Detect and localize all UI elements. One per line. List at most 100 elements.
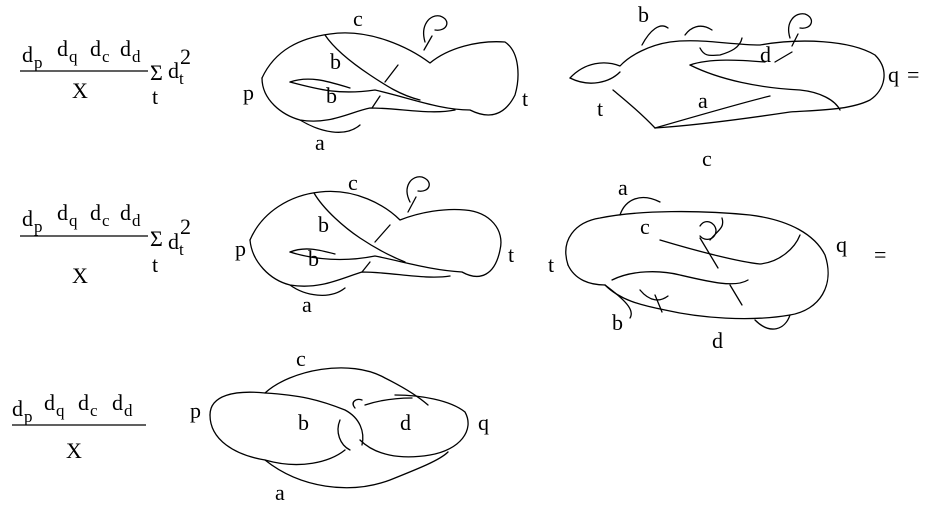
row-1-right-label-a: a (698, 88, 708, 113)
row-1-left-outline (261, 32, 519, 116)
row-2-right-strand-1 (567, 264, 606, 286)
row-1-right-diagram: b d q t a c (569, 2, 899, 171)
row-2-right-loop (699, 220, 717, 241)
row-2-left-strand-2 (289, 284, 346, 296)
row-2-right-strand-9 (729, 284, 743, 306)
row-2-left-label-a: a (302, 292, 312, 317)
row-2-right-strand-4 (619, 197, 661, 216)
row-1-left-strand-1 (261, 77, 456, 122)
row-1-right-strand-6 (699, 37, 743, 57)
row-3-d2: d (44, 390, 55, 415)
row-3-outer-top (209, 367, 429, 416)
row-2-sum-index: t (152, 252, 158, 277)
row-2-prefactor: d p d q d c d d X (20, 200, 148, 288)
row-2-d4: d (120, 200, 131, 225)
row-3-label-b: b (298, 410, 309, 435)
row-1-left-label-c: c (353, 6, 363, 31)
row-1-right-strand-8 (684, 25, 713, 36)
row-3-label-q: q (478, 410, 489, 435)
row-1-right-strand-9 (774, 51, 793, 63)
row-2-sum: Σ t d t 2 (150, 214, 191, 277)
row-3-outer-left-bottom (209, 414, 346, 466)
row-1-right-loop-tail (791, 33, 799, 47)
row-3-sub-q: q (56, 401, 65, 420)
row-1-right-label-t: t (597, 96, 603, 121)
row-2-right-strand-5 (659, 234, 801, 265)
row-1-right-label-q: q (888, 62, 899, 87)
row-1-left-label-a: a (315, 130, 325, 155)
row-2-right-label-t: t (548, 252, 554, 277)
row-1-right-label-c: c (702, 146, 712, 171)
row-2-relation: = (874, 242, 886, 267)
row-3-sub-c: c (90, 401, 98, 420)
row-2-left-loop (406, 176, 430, 203)
row-1-right-label-b: b (638, 2, 649, 27)
row-1-denominator: X (72, 78, 88, 103)
row-1-sub-c: c (102, 47, 110, 66)
row-1-left-label-b1: b (330, 49, 341, 74)
row-1-sub-q: q (69, 47, 78, 66)
row-2-right-outline (565, 210, 829, 320)
row-2-right-strand-7 (654, 294, 663, 313)
row-3-diagram: c p b d q a (190, 346, 489, 505)
row-1-sub-p: p (34, 53, 43, 72)
row-2-left-label-b2: b (308, 246, 319, 271)
row-1-right-label-d: d (760, 42, 771, 67)
row-1-d1: d (22, 42, 33, 67)
row-1-right-strand-2 (612, 89, 656, 129)
row-2-right-label-b: b (612, 310, 623, 335)
row-3-label-c: c (296, 346, 306, 371)
row-2-left-diagram: p c b b a t (235, 170, 514, 317)
row-2-right-strand-3 (611, 271, 749, 285)
row-3-d4: d (112, 390, 123, 415)
row-2-left-label-c: c (348, 170, 358, 195)
row-2-left-loop-tail (407, 196, 417, 213)
row-2-sub-p: p (34, 217, 43, 236)
row-1-left-diagram: p c b b a t (243, 6, 528, 155)
row-1-left-loop-tail (423, 35, 433, 51)
row-3-inner-right (364, 397, 413, 406)
row-3-sub-d: d (124, 401, 133, 420)
row-2-left-strand-4 (289, 248, 336, 255)
row-3-inner-center (337, 419, 351, 451)
row-1-left-label-t: t (522, 86, 528, 111)
row-2-d1: d (22, 206, 33, 231)
row-1-left-strand-2 (299, 119, 361, 133)
row-2-d2: d (57, 200, 68, 225)
row-1-left-strand-4 (289, 78, 351, 89)
row-2-sum-symbol: Σ (150, 226, 163, 251)
row-3-label-p: p (190, 398, 201, 423)
row-2-sum-term-sub: t (179, 240, 184, 259)
row-3-label-a: a (275, 480, 285, 505)
row-2-right-label-d: d (712, 328, 723, 353)
row-3-prefactor: d p d q d c d d X (12, 390, 146, 463)
row-1-d2: d (57, 36, 68, 61)
row-3-d1: d (12, 396, 23, 421)
row-2-sub-c: c (102, 211, 110, 230)
row-1-d3: d (90, 36, 101, 61)
row-2-right-diagram: a c q t b d (548, 175, 847, 353)
row-2-sum-exponent: 2 (180, 214, 191, 239)
row-2-left-label-t: t (508, 242, 514, 267)
row-2-left-label-p: p (235, 236, 246, 261)
row-3-inner-under (352, 398, 363, 409)
row-3-inner-left (264, 392, 364, 446)
row-2: d p d q d c d d X Σ t d t 2 (20, 170, 886, 353)
row-2-left-strand-1 (249, 239, 451, 287)
row-2-sum-term: d (168, 229, 179, 254)
row-2-sub-q: q (69, 211, 78, 230)
row-3: d p d q d c d d X c p b d q a (12, 346, 489, 505)
row-1-right-strand-1 (569, 71, 621, 84)
row-1-left-strand-6 (371, 95, 381, 109)
row-2-sub-d: d (132, 211, 141, 230)
row-2-d3: d (90, 200, 101, 225)
row-2-right-strand-6 (639, 289, 669, 301)
row-2-denominator: X (72, 263, 88, 288)
row-3-label-d: d (400, 410, 411, 435)
row-1-sum: Σ t d t 2 (150, 44, 191, 109)
row-1-left-label-p: p (243, 80, 254, 105)
row-2-left-strand-6 (361, 261, 371, 273)
row-3-denominator: X (66, 438, 82, 463)
row-1-right-outline (569, 40, 885, 129)
